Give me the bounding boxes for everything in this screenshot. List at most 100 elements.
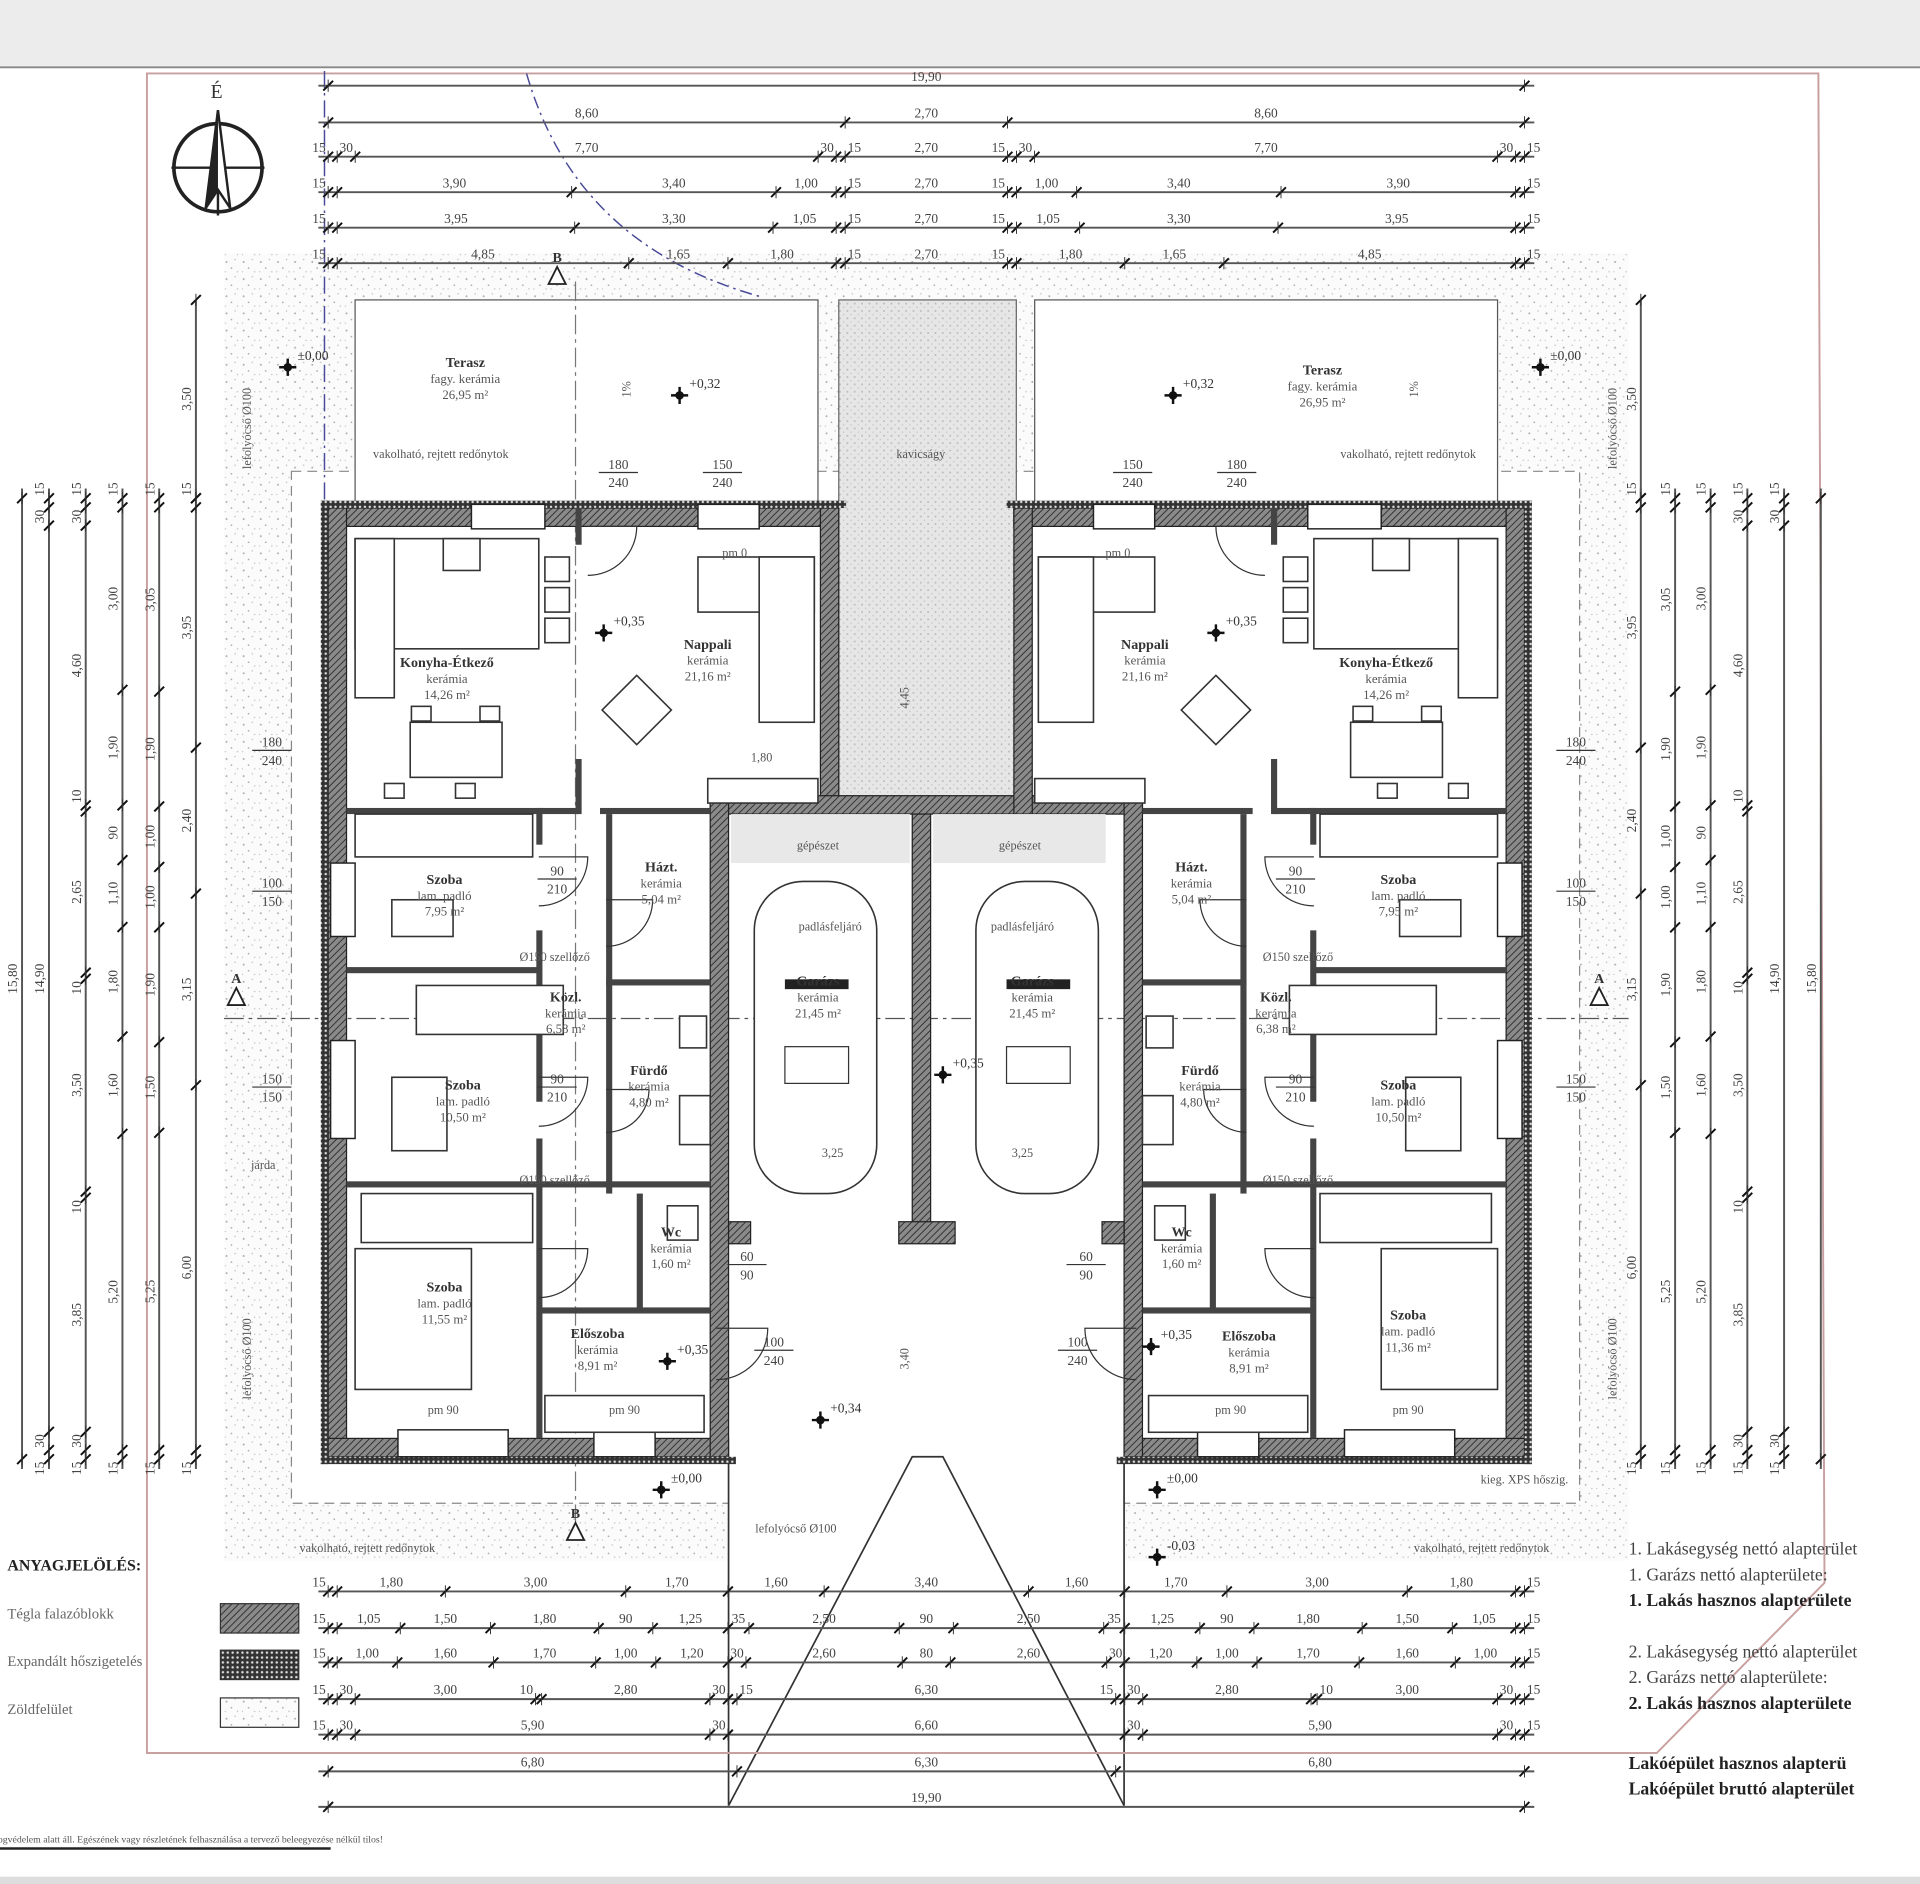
partition-wall	[1209, 1193, 1216, 1310]
dimension-label: 1,00	[142, 885, 157, 909]
note-mech: gépészet	[797, 839, 840, 853]
dimension-label: 1,25	[1151, 1611, 1175, 1626]
dimension-label: 30	[1730, 509, 1745, 523]
partition-wall	[1271, 508, 1278, 545]
dimension-label: 15	[848, 140, 862, 155]
opening-height: 90	[1079, 1267, 1093, 1282]
dimension-label: 1,05	[1472, 1611, 1496, 1626]
dimension-label: 15	[1527, 1646, 1541, 1661]
dimension-label: 3,90	[1386, 175, 1410, 190]
dimension-label: 1,25	[679, 1611, 703, 1626]
dimension-label: 1,60	[1395, 1646, 1419, 1661]
dimension-label: 3,00	[524, 1575, 548, 1590]
chair	[410, 705, 432, 722]
sofa	[1037, 556, 1095, 724]
room-area: 5,04 m²	[1172, 892, 1212, 906]
dimension-label: 2,50	[1017, 1611, 1041, 1626]
room-area: 21,16 m²	[1122, 670, 1168, 684]
dimension-label: 1,50	[434, 1611, 458, 1626]
dimension-label: 15	[32, 482, 47, 496]
note-attic: padlásfeljáró	[799, 919, 862, 933]
opening-height: 240	[608, 475, 628, 490]
opening-height: 240	[1123, 475, 1143, 490]
dimension-label: 15	[1624, 482, 1639, 496]
bed	[354, 1247, 473, 1391]
room-floor: kerámia	[1161, 1241, 1203, 1255]
dimension-label: 4,60	[69, 653, 84, 677]
room-area: 1,60 m²	[651, 1257, 691, 1271]
legend-swatch-insulation	[219, 1649, 300, 1681]
partition-wall	[1271, 758, 1278, 815]
room-name: Konyha-Étkező	[1339, 654, 1433, 671]
dimension-label: 1,50	[1395, 1611, 1419, 1626]
dimension-label: 3,50	[1624, 387, 1639, 411]
room-name: Nappali	[684, 637, 732, 653]
partition-wall	[536, 807, 543, 845]
room-floor: kerámia	[1255, 1006, 1297, 1020]
room-name: Szoba	[427, 872, 463, 888]
note-vent: Ø150 szellőző	[1263, 1173, 1333, 1187]
wardrobe	[354, 813, 534, 858]
wall	[327, 507, 840, 528]
dimension-label: 3,50	[179, 387, 194, 411]
tv-stand	[706, 777, 819, 804]
dimension-label: 15	[1527, 211, 1541, 226]
room-area: 26,95 m²	[442, 388, 488, 402]
car-icon	[975, 880, 1100, 1195]
dimension-label: 2,70	[915, 211, 939, 226]
room-area: 26,95 m²	[1299, 395, 1345, 409]
dimension-label: 2,80	[614, 1682, 638, 1697]
opening-width: 150	[262, 1071, 282, 1086]
stool	[1282, 556, 1309, 583]
dimension-label: 30	[712, 1718, 726, 1733]
room-name: Fürdő	[1181, 1063, 1219, 1079]
wall	[709, 795, 730, 1458]
wall	[819, 507, 840, 815]
area-summary: 1. Lakásegység nettó alapterület 1. Gará…	[1629, 1539, 1858, 1799]
room-floor: kerámia	[1124, 654, 1166, 668]
section-arrow-icon	[1589, 985, 1610, 1006]
note-downpipe: lefolyócső Ø100	[755, 1522, 836, 1536]
dimension-chain-terrace: 3,50	[1624, 293, 1647, 505]
room-area: 1,60 m²	[1162, 1257, 1202, 1271]
wall	[1101, 1221, 1125, 1245]
wall	[1013, 507, 1033, 815]
room-area: 10,50 m²	[440, 1110, 486, 1124]
dimension-label: 30	[1500, 1718, 1514, 1733]
door-swing	[1264, 856, 1314, 907]
dimension-label: 1,60	[1065, 1575, 1089, 1590]
dimension-label: 15	[848, 211, 862, 226]
room-name: Közl.	[550, 989, 582, 1005]
note-pm90: pm 90	[1393, 1403, 1424, 1417]
dimension-label: 3,50	[1730, 1073, 1745, 1097]
room-floor: lam. padló	[417, 889, 471, 903]
dimension-label: 30	[339, 140, 353, 155]
door-swing	[538, 1076, 589, 1127]
room-name: Garázs	[1011, 973, 1054, 989]
chair	[1447, 782, 1469, 799]
opening-width: 150	[1123, 457, 1143, 472]
insulation	[320, 500, 329, 1465]
dimension-label: 15	[106, 1461, 121, 1475]
dimension-label: 15	[312, 140, 326, 155]
door-swing	[1203, 1088, 1247, 1133]
building-layer	[320, 500, 1532, 1465]
dimension-label: 1,90	[106, 736, 121, 760]
room-floor: kerámia	[797, 990, 839, 1004]
room-area: 8,91 m²	[1229, 1361, 1269, 1375]
dimension-label: 2,70	[915, 246, 939, 261]
opening-height: 210	[1285, 882, 1305, 897]
dimension-label: 1,00	[355, 1646, 379, 1661]
elevation-label: +0,35	[953, 1055, 984, 1070]
